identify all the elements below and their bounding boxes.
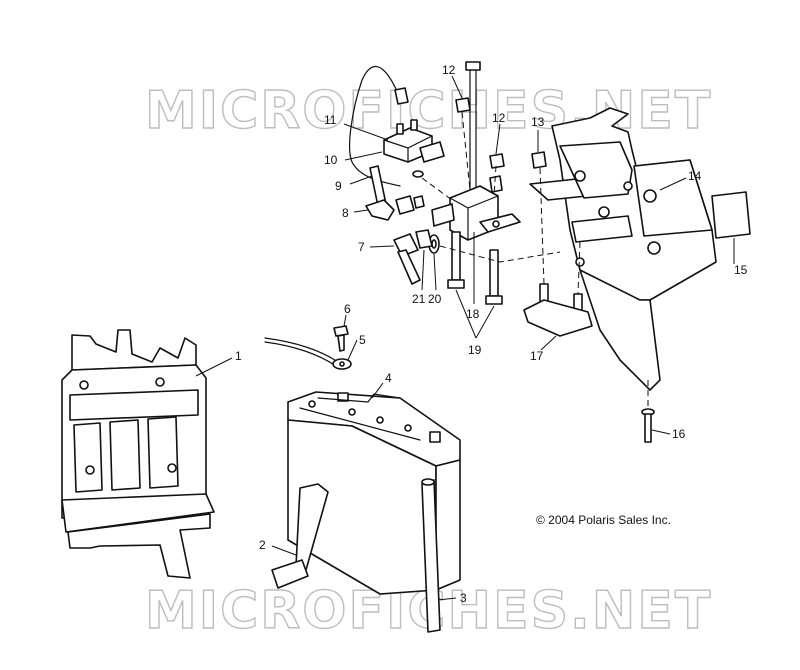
callout-21: 21 xyxy=(412,292,426,306)
callout-10: 10 xyxy=(324,153,338,167)
callout-11: 11 xyxy=(324,113,337,127)
callouts: 1 2 3 4 5 6 7 8 9 10 11 12 12 xyxy=(195,63,748,605)
starter-solenoid xyxy=(431,61,521,241)
relay-assembly xyxy=(349,66,445,187)
copyright-notice: © 2004 Polaris Sales Inc. xyxy=(536,513,671,527)
nut-12b xyxy=(489,153,505,169)
plate-17 xyxy=(523,283,593,337)
assembly-lines xyxy=(421,111,649,408)
callout-8: 8 xyxy=(342,206,349,220)
callout-5: 5 xyxy=(359,333,366,347)
bolts-19 xyxy=(447,231,503,305)
vent-hose xyxy=(271,483,329,589)
callout-19: 19 xyxy=(468,343,482,357)
callout-18: 18 xyxy=(466,307,480,321)
mounting-bracket xyxy=(529,107,717,391)
screw-6 xyxy=(333,325,349,352)
callout-14: 14 xyxy=(688,169,702,183)
callout-16: 16 xyxy=(672,427,686,441)
drain-hose xyxy=(421,478,441,633)
washer-20 xyxy=(428,234,440,254)
label-decal xyxy=(711,191,751,239)
boot-8 xyxy=(365,165,425,221)
battery xyxy=(287,391,461,595)
callout-7: 7 xyxy=(358,240,365,254)
callout-17: 17 xyxy=(530,349,544,363)
nut-13 xyxy=(531,151,547,169)
callout-13: 13 xyxy=(531,115,545,129)
battery-holder xyxy=(61,329,215,579)
callout-12b: 12 xyxy=(492,111,506,125)
callout-20: 20 xyxy=(428,292,442,306)
callout-9: 9 xyxy=(335,179,342,193)
rivet-16 xyxy=(641,408,655,443)
callout-12a: 12 xyxy=(442,63,456,77)
callout-2: 2 xyxy=(259,538,266,552)
callout-15: 15 xyxy=(734,263,748,277)
nut-21 xyxy=(415,229,433,249)
callout-3: 3 xyxy=(460,591,467,605)
battery-cable xyxy=(264,337,352,370)
nut-12a xyxy=(455,97,471,113)
cable-7 xyxy=(393,233,421,285)
callout-1: 1 xyxy=(235,349,242,363)
callout-6: 6 xyxy=(344,302,351,316)
callout-4: 4 xyxy=(385,371,392,385)
